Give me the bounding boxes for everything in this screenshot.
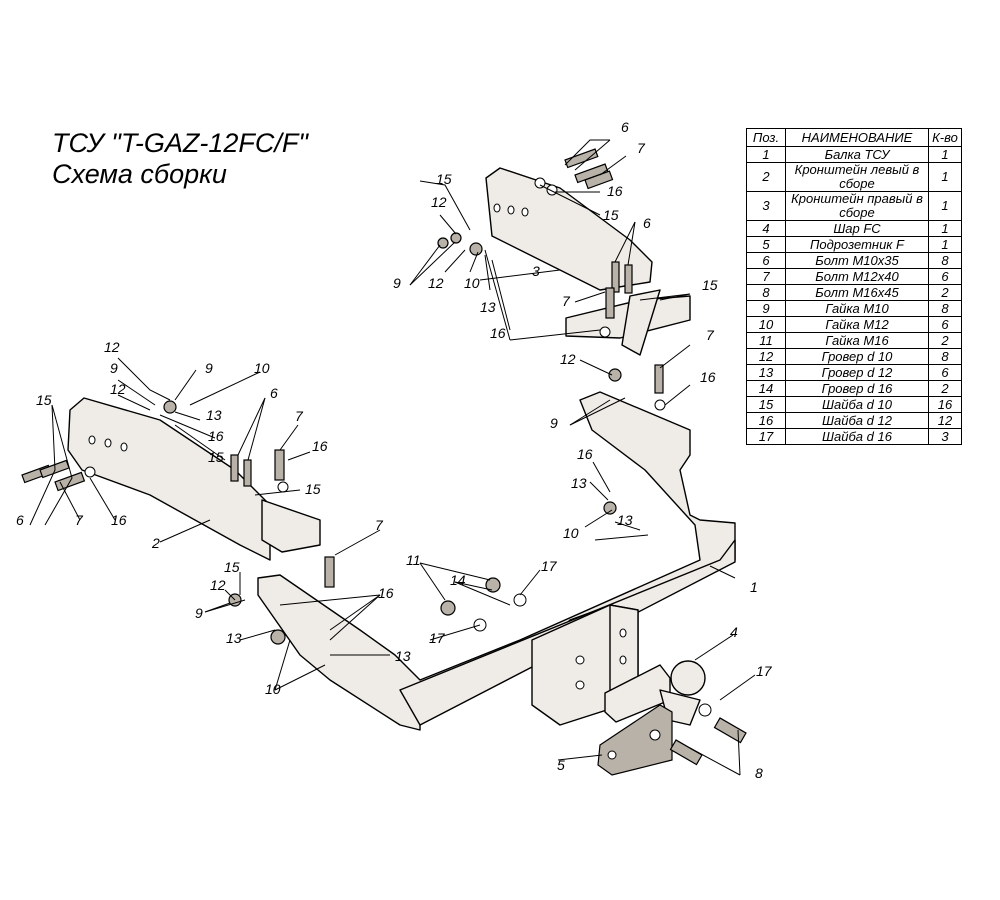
row-qty: 6 xyxy=(928,316,962,333)
callout-8: 8 xyxy=(755,765,763,781)
callout-11: 11 xyxy=(406,552,421,568)
callout-16: 16 xyxy=(577,446,593,462)
callout-12: 12 xyxy=(110,381,126,397)
callout-10: 10 xyxy=(265,681,281,697)
callout-16: 16 xyxy=(312,438,328,454)
callout-9: 9 xyxy=(110,360,118,376)
header-pos: Поз. xyxy=(746,128,786,147)
callout-labels: 6 7 16 15 6 3 7 15 16 7 16 12 9 15 12 9 … xyxy=(16,119,773,781)
callout-13: 13 xyxy=(206,407,222,423)
callout-15: 15 xyxy=(208,449,224,465)
callout-12: 12 xyxy=(104,339,120,355)
diagram-title: ТСУ "T-GAZ-12FC/F" Схема сборки xyxy=(52,128,308,190)
callout-17: 17 xyxy=(541,558,558,574)
callout-7: 7 xyxy=(637,140,646,156)
row-qty: 3 xyxy=(928,428,962,445)
callout-9: 9 xyxy=(205,360,213,376)
callout-10: 10 xyxy=(563,525,579,541)
callout-3: 3 xyxy=(532,263,540,279)
callout-7: 7 xyxy=(562,293,571,309)
row-qty: 6 xyxy=(928,268,962,285)
callout-16: 16 xyxy=(490,325,506,341)
header-qty: К-во xyxy=(928,128,962,147)
row-qty: 8 xyxy=(928,252,962,269)
callout-2: 2 xyxy=(151,535,160,551)
row-name: Кронштейн правый в сборе xyxy=(785,191,929,221)
title-subtitle-line: Схема сборки xyxy=(52,159,227,189)
callout-13: 13 xyxy=(571,475,587,491)
row-name: Кронштейн левый в сборе xyxy=(785,162,929,192)
row-pos: 2 xyxy=(746,162,786,192)
callout-12: 12 xyxy=(560,351,576,367)
callout-7: 7 xyxy=(375,517,384,533)
callout-7: 7 xyxy=(295,408,304,424)
callout-13: 13 xyxy=(395,648,411,664)
callout-9: 9 xyxy=(550,415,558,431)
callout-17: 17 xyxy=(756,663,773,679)
callout-13: 13 xyxy=(480,299,496,315)
callout-9: 9 xyxy=(393,275,401,291)
callout-16: 16 xyxy=(700,369,716,385)
row-pos: 17 xyxy=(746,428,786,445)
row-qty: 1 xyxy=(928,236,962,253)
callout-15: 15 xyxy=(224,559,240,575)
callout-15: 15 xyxy=(436,171,452,187)
title-model-line: ТСУ "T-GAZ-12FC/F" xyxy=(52,128,308,158)
callout-5: 5 xyxy=(557,757,565,773)
callout-17: 17 xyxy=(429,630,446,646)
callout-7: 7 xyxy=(706,327,715,343)
callout-6: 6 xyxy=(643,215,651,231)
callout-13: 13 xyxy=(226,630,242,646)
callout-14: 14 xyxy=(450,572,466,588)
row-qty: 1 xyxy=(928,191,962,221)
row-qty: 1 xyxy=(928,146,962,163)
callout-6: 6 xyxy=(621,119,629,135)
socket-plate-part xyxy=(597,704,673,776)
callout-10: 10 xyxy=(254,360,270,376)
row-name: Шайба d 16 xyxy=(785,428,929,445)
callout-15: 15 xyxy=(305,481,321,497)
row-name: Болт М16х45 xyxy=(785,284,929,301)
callout-4: 4 xyxy=(730,624,738,640)
callout-6: 6 xyxy=(16,512,24,528)
callout-15: 15 xyxy=(36,392,52,408)
row-pos: 15 xyxy=(746,396,786,413)
callout-16: 16 xyxy=(208,428,224,444)
leader-lines xyxy=(29,139,756,776)
callout-12: 12 xyxy=(431,194,447,210)
left-bracket-part xyxy=(67,397,321,561)
right-bracket-part xyxy=(485,167,691,356)
callout-12: 12 xyxy=(428,275,444,291)
callout-15: 15 xyxy=(603,207,619,223)
parts-table-header-row: Поз. НАИМЕНОВАНИЕ К-во xyxy=(746,128,962,147)
callout-16: 16 xyxy=(607,183,623,199)
callout-13: 13 xyxy=(617,512,633,528)
callout-9: 9 xyxy=(195,605,203,621)
row-name: Гровер d 10 xyxy=(785,348,929,365)
tow-ball-part xyxy=(604,660,706,726)
callout-1: 1 xyxy=(750,579,758,595)
callout-15: 15 xyxy=(702,277,718,293)
row-qty: 12 xyxy=(928,412,962,429)
callout-16: 16 xyxy=(378,585,394,601)
callout-12: 12 xyxy=(210,577,226,593)
callout-10: 10 xyxy=(464,275,480,291)
header-name: НАИМЕНОВАНИЕ xyxy=(785,128,929,147)
callout-7: 7 xyxy=(75,512,84,528)
callout-16: 16 xyxy=(111,512,127,528)
callout-6: 6 xyxy=(270,385,278,401)
